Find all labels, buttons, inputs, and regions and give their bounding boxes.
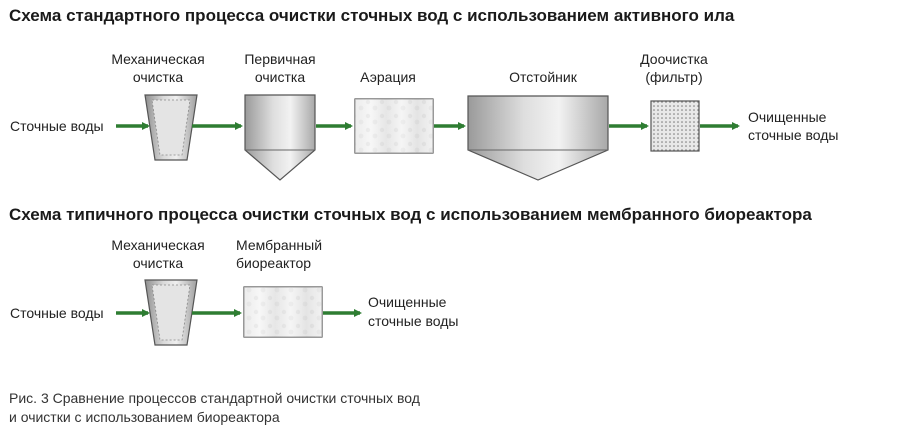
caption-line-2: и очистки с использованием биореактора [9, 409, 280, 425]
title-activated-sludge: Схема стандартного процесса очистки сточ… [9, 6, 735, 25]
top-settler-tank [467, 95, 609, 181]
bottom-membrane-label-1: Мембранный [236, 237, 322, 253]
top-aeration-tank [354, 98, 434, 154]
bottom-membrane-label-2: биореактор [236, 255, 311, 271]
bottom-mechanical-screen [144, 279, 198, 346]
top-post-label-2: (фильтр) [645, 69, 702, 85]
bottom-output-label-1: Очищенные [368, 294, 447, 310]
top-mechanical-label-1: Механическая [111, 51, 204, 67]
title-membrane-bioreactor: Схема типичного процесса очистки сточных… [9, 205, 812, 224]
top-primary-label-2: очистка [255, 69, 305, 85]
figure-caption: Рис. 3 Сравнение процессов стандартной о… [9, 389, 420, 427]
top-filter [650, 100, 700, 152]
caption-line-1: Рис. 3 Сравнение процессов стандартной о… [9, 390, 420, 406]
top-mechanical-label-2: очистка [133, 69, 183, 85]
top-output-label-1: Очищенные [748, 109, 827, 125]
top-primary-clarifier [244, 94, 316, 181]
bottom-input-label: Сточные воды [10, 305, 104, 321]
bottom-membrane-bioreactor [243, 286, 323, 338]
top-primary-label-1: Первичная [244, 51, 315, 67]
top-input-label: Сточные воды [10, 118, 104, 134]
top-output-label-2: сточные воды [748, 127, 839, 143]
bottom-mechanical-label-1: Механическая [111, 237, 204, 253]
bottom-output-label-2: сточные воды [368, 313, 459, 329]
top-settler-label: Отстойник [509, 69, 578, 85]
top-mechanical-screen [144, 94, 198, 161]
top-aeration-label: Аэрация [360, 69, 416, 85]
bottom-mechanical-label-2: очистка [133, 255, 183, 271]
top-post-label-1: Доочистка [640, 51, 708, 67]
